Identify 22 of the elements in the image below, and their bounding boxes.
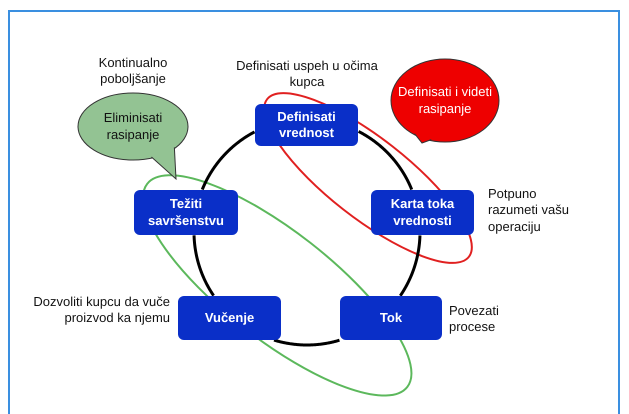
annotation-text: Povezati procese: [449, 303, 500, 336]
bubble-text: Eliminisati rasipanje: [102, 110, 164, 143]
annotation-text: Potpuno razumeti vašu operaciju: [488, 186, 570, 235]
annotation-text: Definisati uspeh u očima kupca: [236, 58, 378, 90]
annotation-text: Kontinualno poboljšanje: [98, 55, 168, 88]
box-label: Definisati vrednost: [276, 108, 337, 142]
box-label: Karta toka vrednosti: [390, 196, 456, 229]
process-box: [134, 190, 238, 235]
box-label: Vučenje: [204, 310, 254, 326]
process-box: [178, 296, 281, 340]
bubble-text: Definisati i videti rasipanje: [397, 84, 493, 117]
process-box: [340, 296, 442, 340]
box-label: Težiti savršenstvu: [147, 196, 225, 229]
cycle-arc: [358, 130, 414, 190]
cycle-arc: [273, 338, 340, 346]
process-box: [371, 190, 474, 235]
annotation-text: Dozvoliti kupcu da vuče proizvod ka njemu: [32, 294, 170, 326]
box-label: Tok: [380, 310, 402, 326]
cycle-arc: [192, 234, 215, 297]
process-box: [255, 104, 358, 146]
cycle-arc: [399, 234, 422, 297]
cycle-arc: [200, 130, 256, 190]
